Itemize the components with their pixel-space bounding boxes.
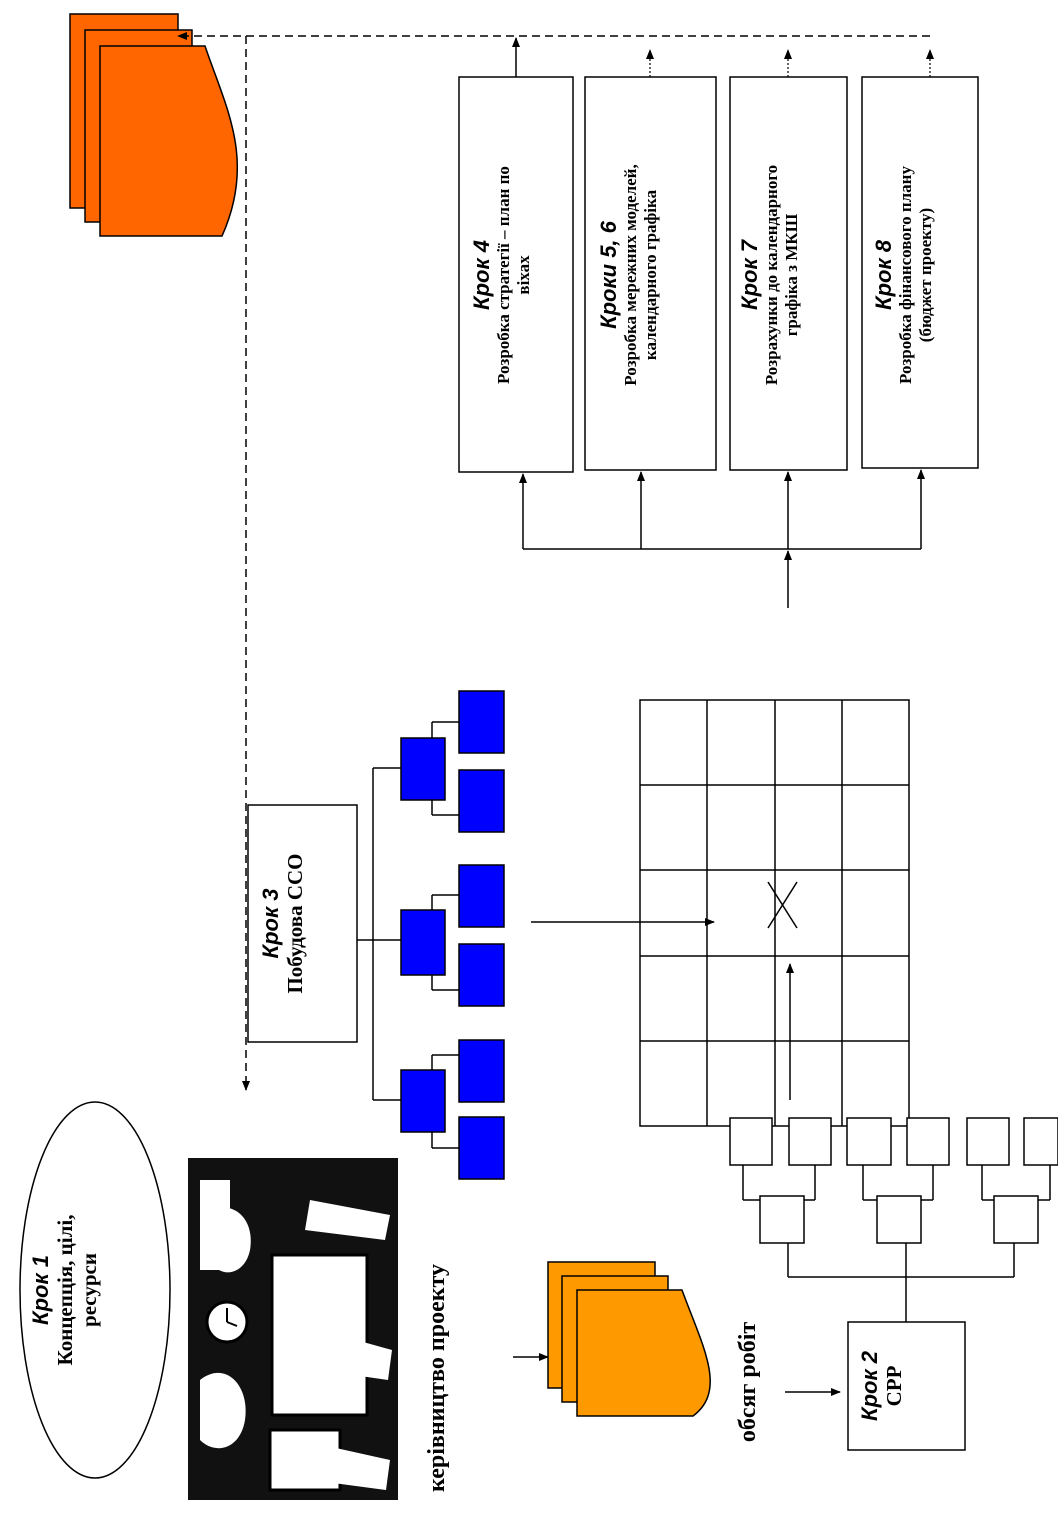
step56-title: Кроки 5, 6 [596, 221, 621, 329]
document-stack-icon [69, 13, 239, 237]
step3-box [247, 804, 358, 1043]
step3-text: Побудова ССО [283, 853, 308, 994]
step7-line1: Розрахунки до календарного [762, 164, 782, 386]
step56-label: Кроки 5, 6 Розробка мережних моделей, ка… [596, 95, 660, 455]
wbs-node [458, 769, 505, 833]
step3-label: Крок 3 Побудова ССО [258, 805, 307, 1042]
step2-title: Крок 2 [857, 1351, 882, 1421]
step7-title: Крок 7 [737, 240, 762, 310]
step2-box [847, 1321, 966, 1451]
wbs-boxes [400, 690, 505, 1180]
step3-title: Крок 3 [258, 888, 283, 959]
wbs-node [458, 864, 505, 928]
step4-box [458, 76, 574, 473]
step8-box [861, 76, 979, 469]
wbs-node [458, 943, 505, 1007]
step2-label: Крок 2 СРР [857, 1322, 906, 1450]
step8-line1: Розробка фінансового плану [896, 166, 916, 384]
step1-line2: ресурси [77, 1253, 102, 1327]
matrix-cross [767, 881, 798, 929]
wbs-node [458, 1116, 505, 1180]
step1-title: Крок 1 [28, 1255, 53, 1325]
management-label: керівництво проекту [424, 1263, 450, 1493]
step7-line2: графіка з МКШ [781, 213, 801, 337]
obs-tree [729, 1117, 1058, 1322]
step56-line1: Розробка мережних моделей, [621, 164, 641, 386]
matrix-grid [639, 699, 910, 1127]
step2-text: СРР [882, 1365, 907, 1407]
step1-label: Крок 1 Концепція, цілі, ресурси [28, 1110, 102, 1470]
wbs-node [400, 1069, 446, 1133]
step4-line1: Розробка стратегії – план по [494, 166, 514, 384]
step4-label: Крок 4 Розробка стратегії – план по віха… [469, 95, 533, 455]
step56-line2: календарного графіка [640, 189, 660, 361]
document-stack-icon [547, 1261, 711, 1417]
step8-title: Крок 8 [871, 240, 896, 310]
step1-ellipse [19, 1101, 171, 1479]
wbs-node [458, 690, 505, 754]
wbs-node [400, 737, 446, 801]
meeting-people-icon [188, 1158, 398, 1500]
step8-line2: (бюджет проекту) [915, 207, 935, 343]
step8-label: Крок 8 Розробка фінансового плану (бюдже… [871, 95, 935, 455]
step4-line2: віхах [513, 255, 533, 295]
wbs-node [400, 909, 446, 976]
step4-title: Крок 4 [469, 240, 494, 310]
wbs-node [458, 1039, 505, 1103]
step7-label: Крок 7 Розрахунки до календарного графік… [737, 95, 801, 455]
step1-line1: Концепція, цілі, [53, 1214, 78, 1366]
scope-label: обсяг робіт [735, 1321, 761, 1443]
wbs-tree-lines [357, 721, 459, 1149]
feedback-dashed-line [177, 32, 930, 1091]
steps-connector [519, 469, 925, 608]
